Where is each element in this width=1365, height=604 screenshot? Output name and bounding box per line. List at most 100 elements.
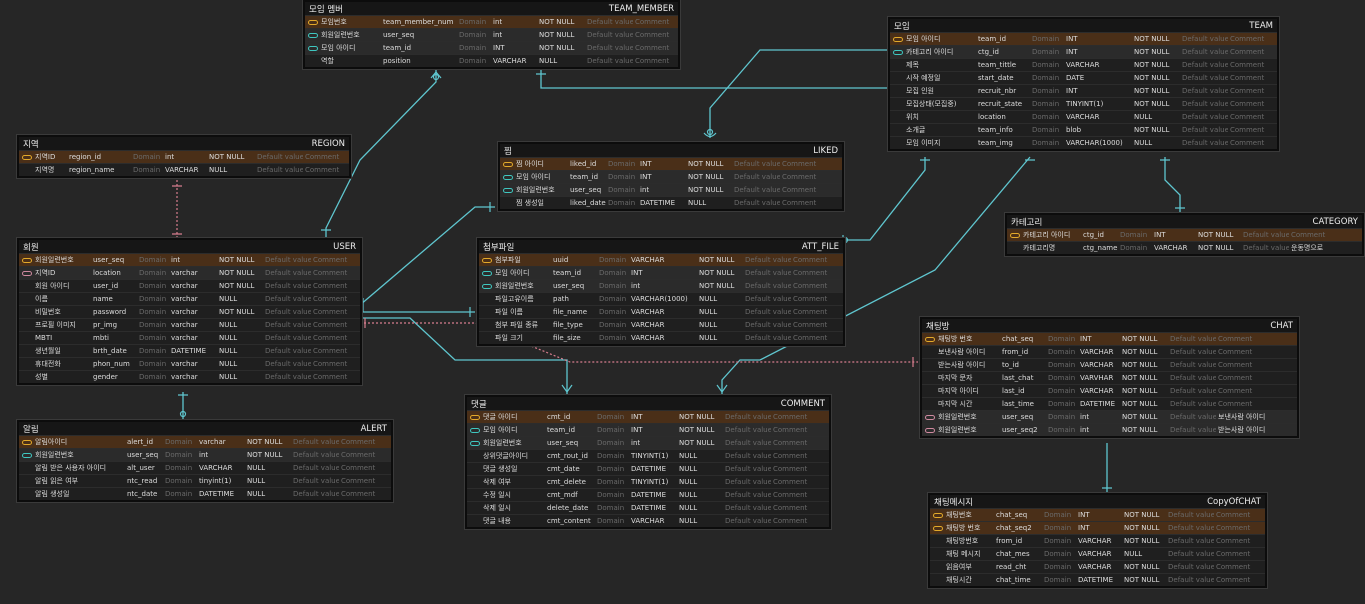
cell-logical-name: 모임 이미지 (906, 139, 941, 147)
rel-team-att-file (843, 157, 926, 241)
primary-key-icon (933, 512, 943, 518)
cell-nullable: NOT NULL (1122, 413, 1158, 421)
cell-nullable: NULL (1124, 550, 1143, 558)
cell-data-type: int (631, 439, 641, 447)
cell-domain: Domain (1032, 139, 1060, 147)
table-physical-name: TEAM (1249, 20, 1273, 31)
cell-logical-name: 찜 생성일 (516, 199, 544, 207)
key-cell (305, 19, 319, 25)
cell-data-type: varchar (171, 334, 198, 342)
cell-physical-name: ctg_id (978, 48, 999, 56)
cell-comment: Comment (1216, 524, 1251, 532)
key-cell (500, 187, 514, 193)
cell-default-value: Default value (293, 451, 339, 459)
primary-key-icon (1010, 232, 1020, 238)
cell-domain: Domain (139, 321, 167, 329)
cell-nullable: NULL (247, 477, 266, 485)
cell-physical-name: last_time (1002, 400, 1034, 408)
cell-domain: Domain (459, 18, 487, 26)
cell-domain: Domain (139, 269, 167, 277)
cell-comment: Comment (1216, 537, 1251, 545)
